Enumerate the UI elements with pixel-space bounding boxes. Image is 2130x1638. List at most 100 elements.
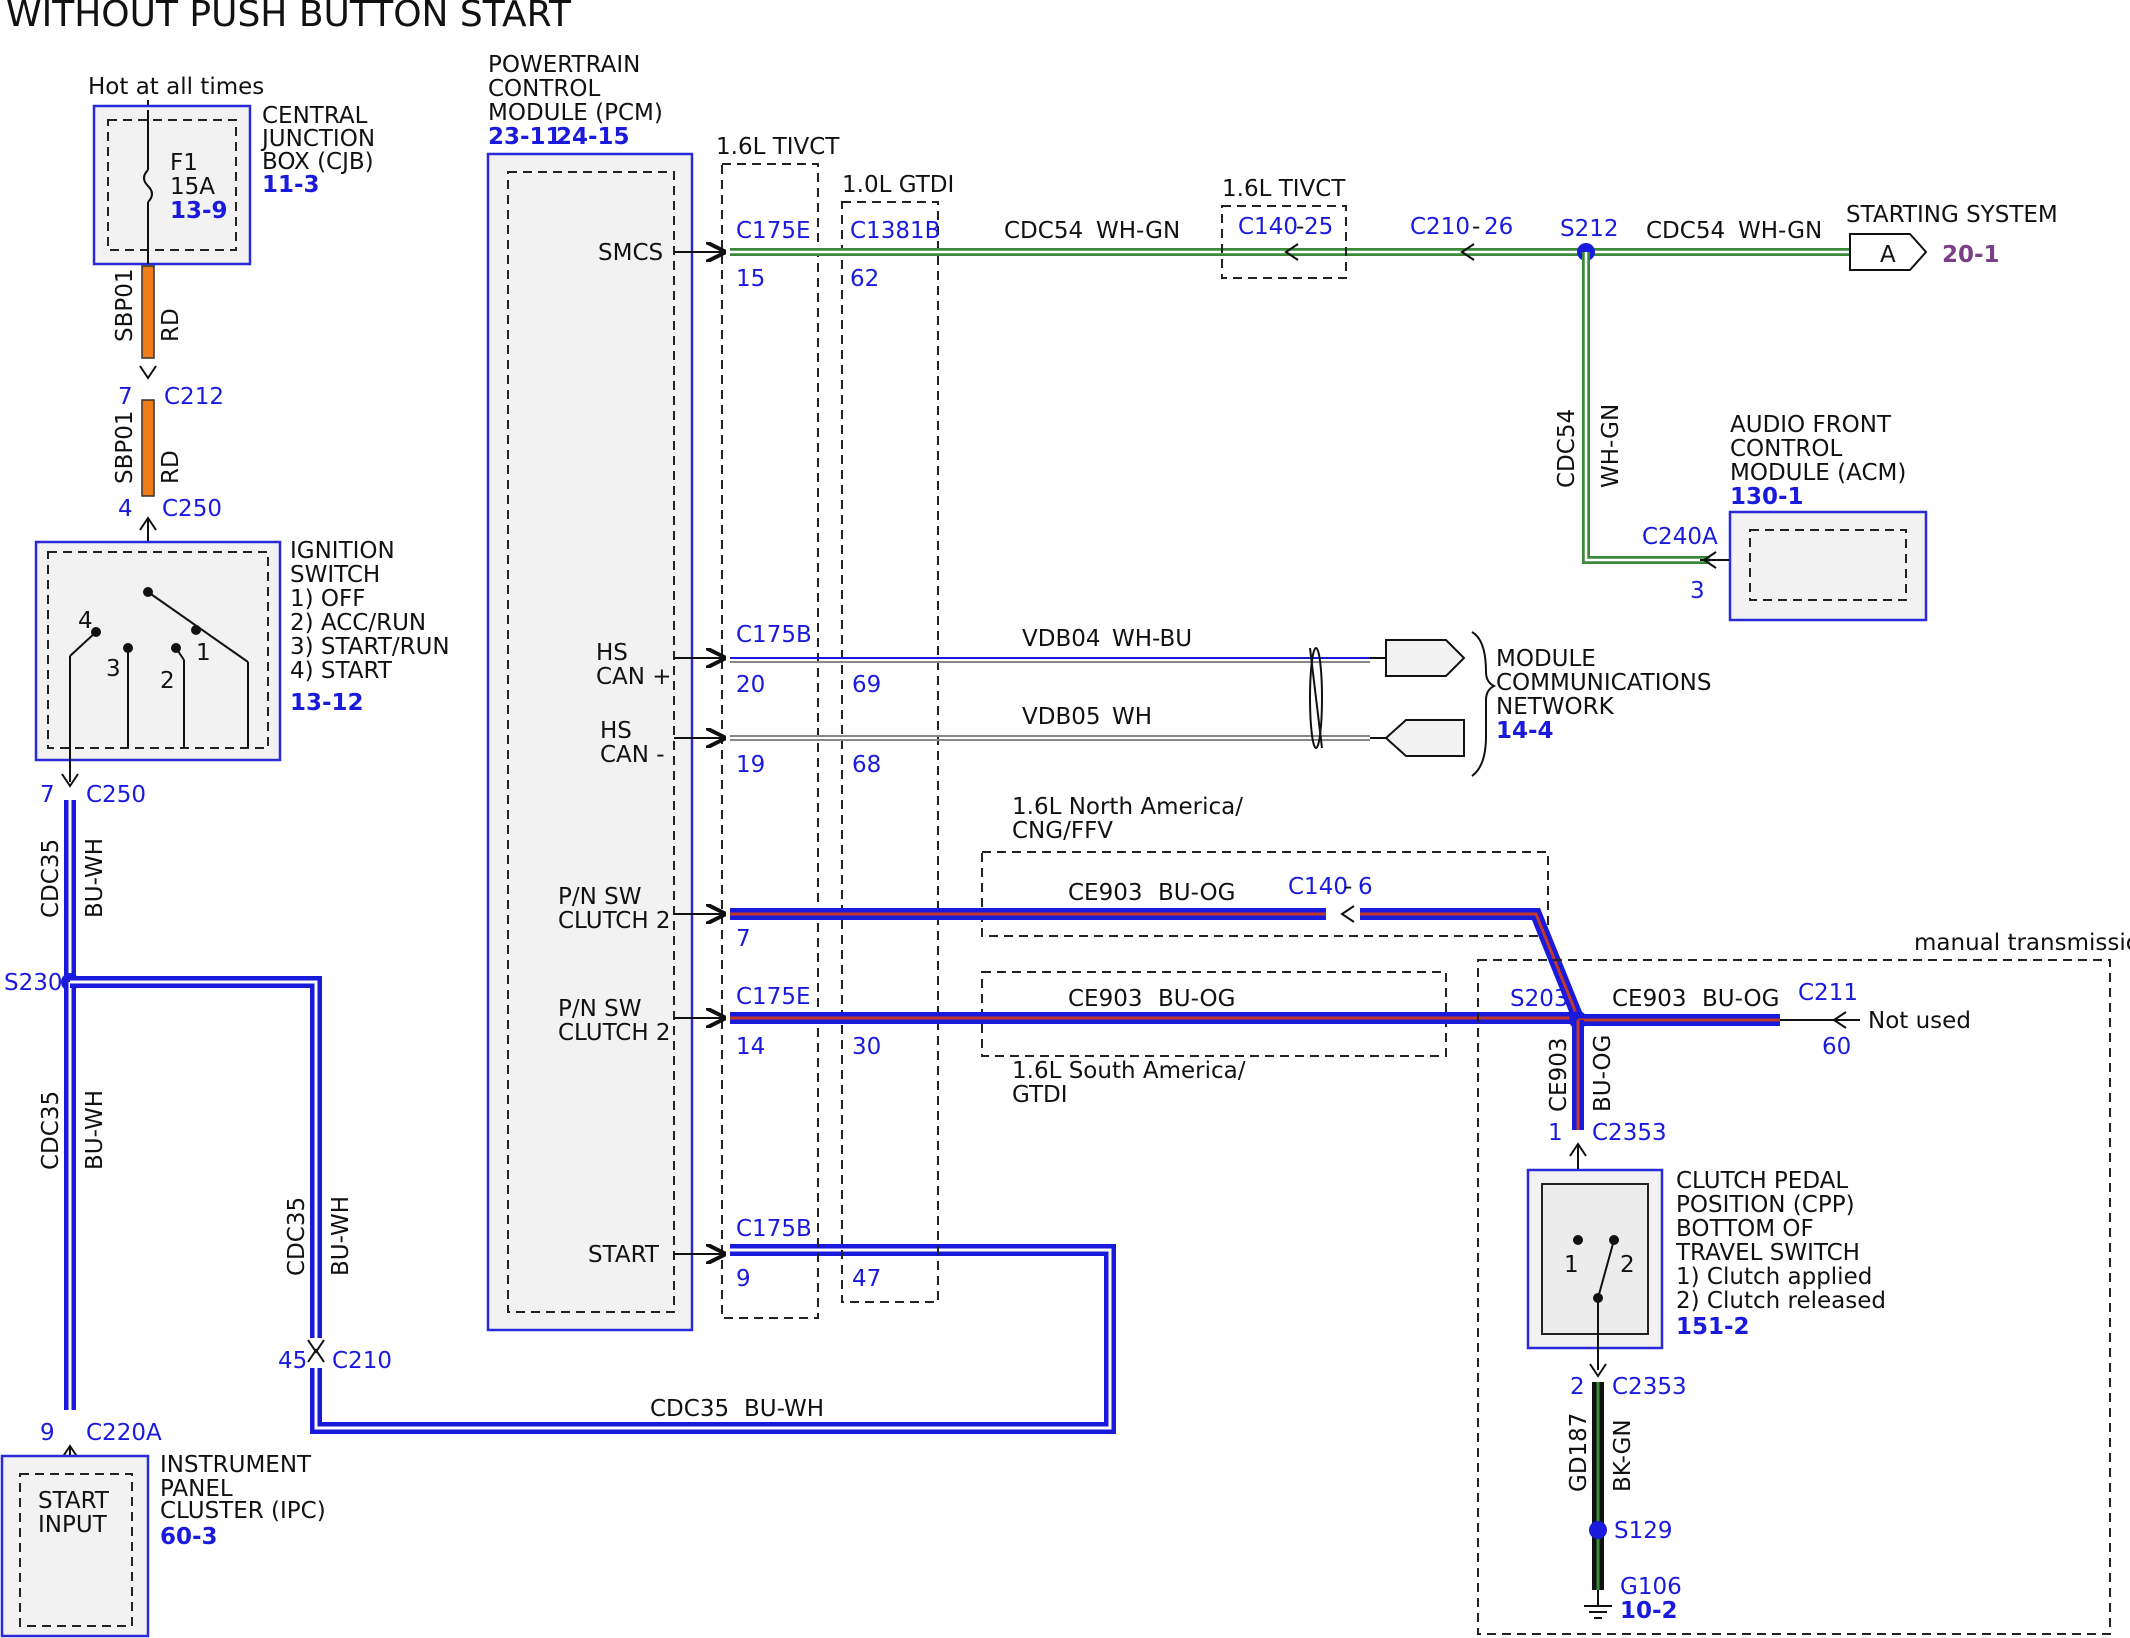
wire-cdc35-bottom-color: BU-WH — [744, 1396, 824, 1422]
network-ref-link[interactable]: 14-4 — [1496, 718, 1554, 744]
ipc-ref-link[interactable]: 60-3 — [160, 1524, 218, 1550]
starting-system-arrow[interactable] — [1849, 233, 1928, 271]
pcm-name-2: CONTROL — [488, 76, 601, 102]
cpp-name-5: 1) Clutch applied — [1676, 1264, 1872, 1290]
g106-ref-link[interactable]: 10-2 — [1620, 1598, 1678, 1624]
c210-ipc-name[interactable]: C210 — [332, 1348, 392, 1374]
ignition-name-4: 2) ACC/RUN — [290, 610, 426, 636]
pcm-box — [486, 152, 694, 1332]
wire-cdc35-c[interactable] — [70, 976, 322, 1338]
c2353-bot-pin: 2 — [1570, 1374, 1585, 1400]
starting-system-ref-link[interactable]: 20-1 — [1942, 242, 2000, 268]
smcs-circuit2: CDC54 — [1646, 218, 1725, 244]
ignition-name-6: 4) START — [290, 658, 393, 684]
smcs-c140[interactable]: C140 — [1238, 214, 1298, 240]
acm-ref-link[interactable]: 130-1 — [1730, 484, 1804, 510]
cpp-ref-link[interactable]: 151-2 — [1676, 1314, 1750, 1340]
fuse-name: F1 — [170, 150, 198, 176]
can-plus-pin2: 69 — [852, 672, 881, 698]
can-plus-network-arrow[interactable] — [1385, 639, 1466, 677]
wire-cdc35-bottom[interactable] — [310, 1244, 1116, 1434]
can-minus-network-arrow[interactable] — [1384, 719, 1465, 757]
wire-ce903-row1[interactable] — [730, 908, 1584, 1021]
acm-name-2: CONTROL — [1730, 436, 1843, 462]
pcm-pin-smcs: SMCS — [598, 240, 663, 266]
wire-sbp01-b[interactable] — [141, 399, 155, 497]
c250-bottom-connector-icon — [61, 773, 79, 788]
c211-name[interactable]: C211 — [1798, 980, 1858, 1006]
c250-top-name[interactable]: C250 — [162, 496, 222, 522]
pcm-pin-hscan-minus-1: HS — [600, 718, 632, 744]
c2353-top-name[interactable]: C2353 — [1592, 1120, 1667, 1146]
pn1-circuit: CE903 — [1068, 880, 1143, 906]
s212-label: S212 — [1560, 216, 1619, 242]
pcm-pin-pnsw1-2: CLUTCH 2 — [558, 908, 671, 934]
pn2-circuit: CE903 — [1068, 986, 1143, 1012]
wire-sbp01-a[interactable] — [141, 265, 155, 359]
smcs-c210[interactable]: C210 — [1410, 214, 1470, 240]
g106-label: G106 — [1620, 1574, 1682, 1600]
pn1-c140-pin: 6 — [1358, 874, 1373, 900]
can-plus-color: WH-BU — [1112, 626, 1192, 652]
start-conn[interactable]: C175B — [736, 1216, 812, 1242]
cjb-name-3: BOX (CJB) — [262, 149, 374, 175]
starting-system-arrow-letter: A — [1880, 242, 1896, 268]
pn1-c140[interactable]: C140 — [1288, 874, 1348, 900]
wire-cdc35-c-circuit: CDC35 — [284, 1197, 310, 1276]
can-minus-pin2: 68 — [852, 752, 881, 778]
cjb-name-1: CENTRAL — [262, 103, 368, 129]
wire-sbp01-b-color: RD — [158, 450, 184, 484]
c210-ipc-connector-icon — [307, 1339, 325, 1354]
smcs-conn2[interactable]: C1381B — [850, 218, 940, 244]
wire-cdc35-b-circuit: CDC35 — [38, 1091, 64, 1170]
smcs-c140-pin: 25 — [1304, 214, 1333, 240]
c250-bottom-name[interactable]: C250 — [86, 782, 146, 808]
pcm-ref-link-1[interactable]: 23-11 — [488, 124, 562, 150]
ignition-pos-3: 3 — [106, 656, 121, 682]
c210-ipc-pin: 45 — [278, 1348, 307, 1374]
c210-26-connector-icon — [1460, 243, 1475, 261]
not-used-label: Not used — [1868, 1008, 1971, 1034]
s129-splice[interactable] — [1589, 1521, 1607, 1539]
ground-circuit: GD187 — [1566, 1413, 1592, 1492]
c2353-bottom-connector-icon — [1589, 1363, 1607, 1378]
c250-top-pin: 4 — [118, 496, 133, 522]
c2353-bot-name[interactable]: C2353 — [1612, 1374, 1687, 1400]
wire-sbp01-a-color: RD — [158, 308, 184, 342]
cjb-name-2: JUNCTION — [260, 126, 375, 152]
network-name-2: COMMUNICATIONS — [1496, 670, 1711, 696]
c212-connector-icon — [139, 365, 157, 380]
c212-name[interactable]: C212 — [164, 384, 224, 410]
smcs-circuit: CDC54 — [1004, 218, 1083, 244]
c220a-name[interactable]: C220A — [86, 1420, 162, 1446]
smcs-color: WH-GN — [1096, 218, 1180, 244]
smcs-c210-pin: 26 — [1484, 214, 1513, 240]
can-minus-circuit: VDB05 — [1022, 704, 1101, 730]
ignition-ref-link[interactable]: 13-12 — [290, 690, 364, 716]
ignition-pos-2: 2 — [160, 668, 175, 694]
cpp-name-2: POSITION (CPP) — [1676, 1192, 1855, 1218]
pn2-variant-2: GTDI — [1012, 1082, 1068, 1108]
ignition-name-1: IGNITION — [290, 538, 395, 564]
manual-color: BU-OG — [1702, 986, 1779, 1012]
cpp-name-6: 2) Clutch released — [1676, 1288, 1886, 1314]
fuse-amps: 15A — [170, 174, 215, 200]
start-pin1: 9 — [736, 1266, 751, 1292]
can-conn[interactable]: C175B — [736, 622, 812, 648]
c240a-name[interactable]: C240A — [1642, 524, 1718, 550]
wire-cdc54-acm[interactable] — [1582, 252, 1710, 564]
smcs-pin1: 15 — [736, 266, 765, 292]
twisted-pair-icon — [1309, 647, 1323, 749]
smcs-conn1[interactable]: C175E — [736, 218, 811, 244]
can-plus-circuit: VDB04 — [1022, 626, 1101, 652]
manual-label: manual transmission — [1914, 930, 2130, 956]
fuse-ref-link[interactable]: 13-9 — [170, 198, 228, 224]
pcm-ref-link-2[interactable]: 24-15 — [556, 124, 630, 150]
pn2-conn[interactable]: C175E — [736, 984, 811, 1010]
ipc-inner-1: START — [38, 1488, 110, 1514]
cjb-ref-link[interactable]: 11-3 — [262, 172, 320, 198]
ipc-box — [0, 1454, 150, 1638]
pcm-pin-hscan-plus-2: CAN + — [596, 664, 672, 690]
pcm-pin-start: START — [588, 1242, 660, 1268]
can-plus-pin1: 20 — [736, 672, 765, 698]
